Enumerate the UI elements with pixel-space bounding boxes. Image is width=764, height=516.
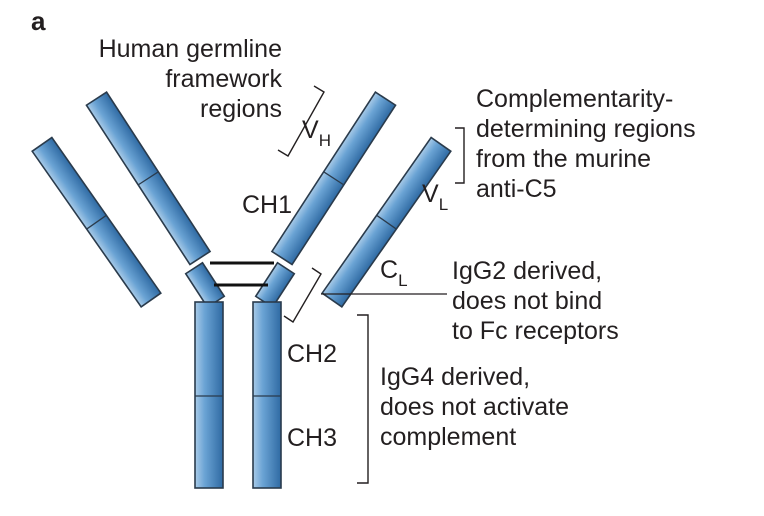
cdr-label: Complementarity- determining regions fro… [476, 85, 696, 203]
hinge-bracket [283, 267, 322, 323]
framework-label: Human germline framework regions [99, 35, 283, 123]
cdr-line-4: anti-C5 [476, 175, 557, 203]
panel-label: a [31, 6, 46, 36]
igg4-line-1: IgG4 derived, [380, 363, 530, 391]
framework-bracket [277, 85, 325, 157]
igg4-label: IgG4 derived, does not activate compleme… [380, 363, 569, 451]
left-heavy-chain-fab [85, 91, 212, 266]
ch1-label: CH1 [242, 191, 292, 219]
right-light-chain [321, 136, 452, 308]
vl-label: VL [422, 180, 448, 214]
cdr-bracket [455, 127, 465, 184]
cdr-line-1: Complementarity- [476, 85, 673, 113]
ch2-label: CH2 [287, 340, 337, 368]
vh-label: VH [302, 116, 331, 150]
igg2-line-3: to Fc receptors [452, 317, 619, 345]
right-fc-stem [252, 301, 282, 489]
igg4-line-2: does not activate [380, 393, 569, 421]
right-heavy-chain-fab [270, 91, 397, 266]
igg4-bracket [357, 314, 369, 484]
left-fc-stem [194, 301, 224, 489]
igg2-label: IgG2 derived, does not bind to Fc recept… [452, 257, 619, 345]
cdr-line-2: determining regions [476, 115, 696, 143]
igg2-line-2: does not bind [452, 287, 602, 315]
framework-line-1: Human germline [99, 35, 282, 63]
igg2-line-1: IgG2 derived, [452, 257, 602, 285]
left-light-chain [31, 136, 162, 308]
cl-label: CL [380, 256, 408, 290]
framework-line-2: framework [165, 65, 282, 93]
ch3-label: CH3 [287, 424, 337, 452]
framework-line-3: regions [200, 95, 282, 123]
igg4-line-3: complement [380, 423, 516, 451]
cdr-line-3: from the murine [476, 145, 651, 173]
